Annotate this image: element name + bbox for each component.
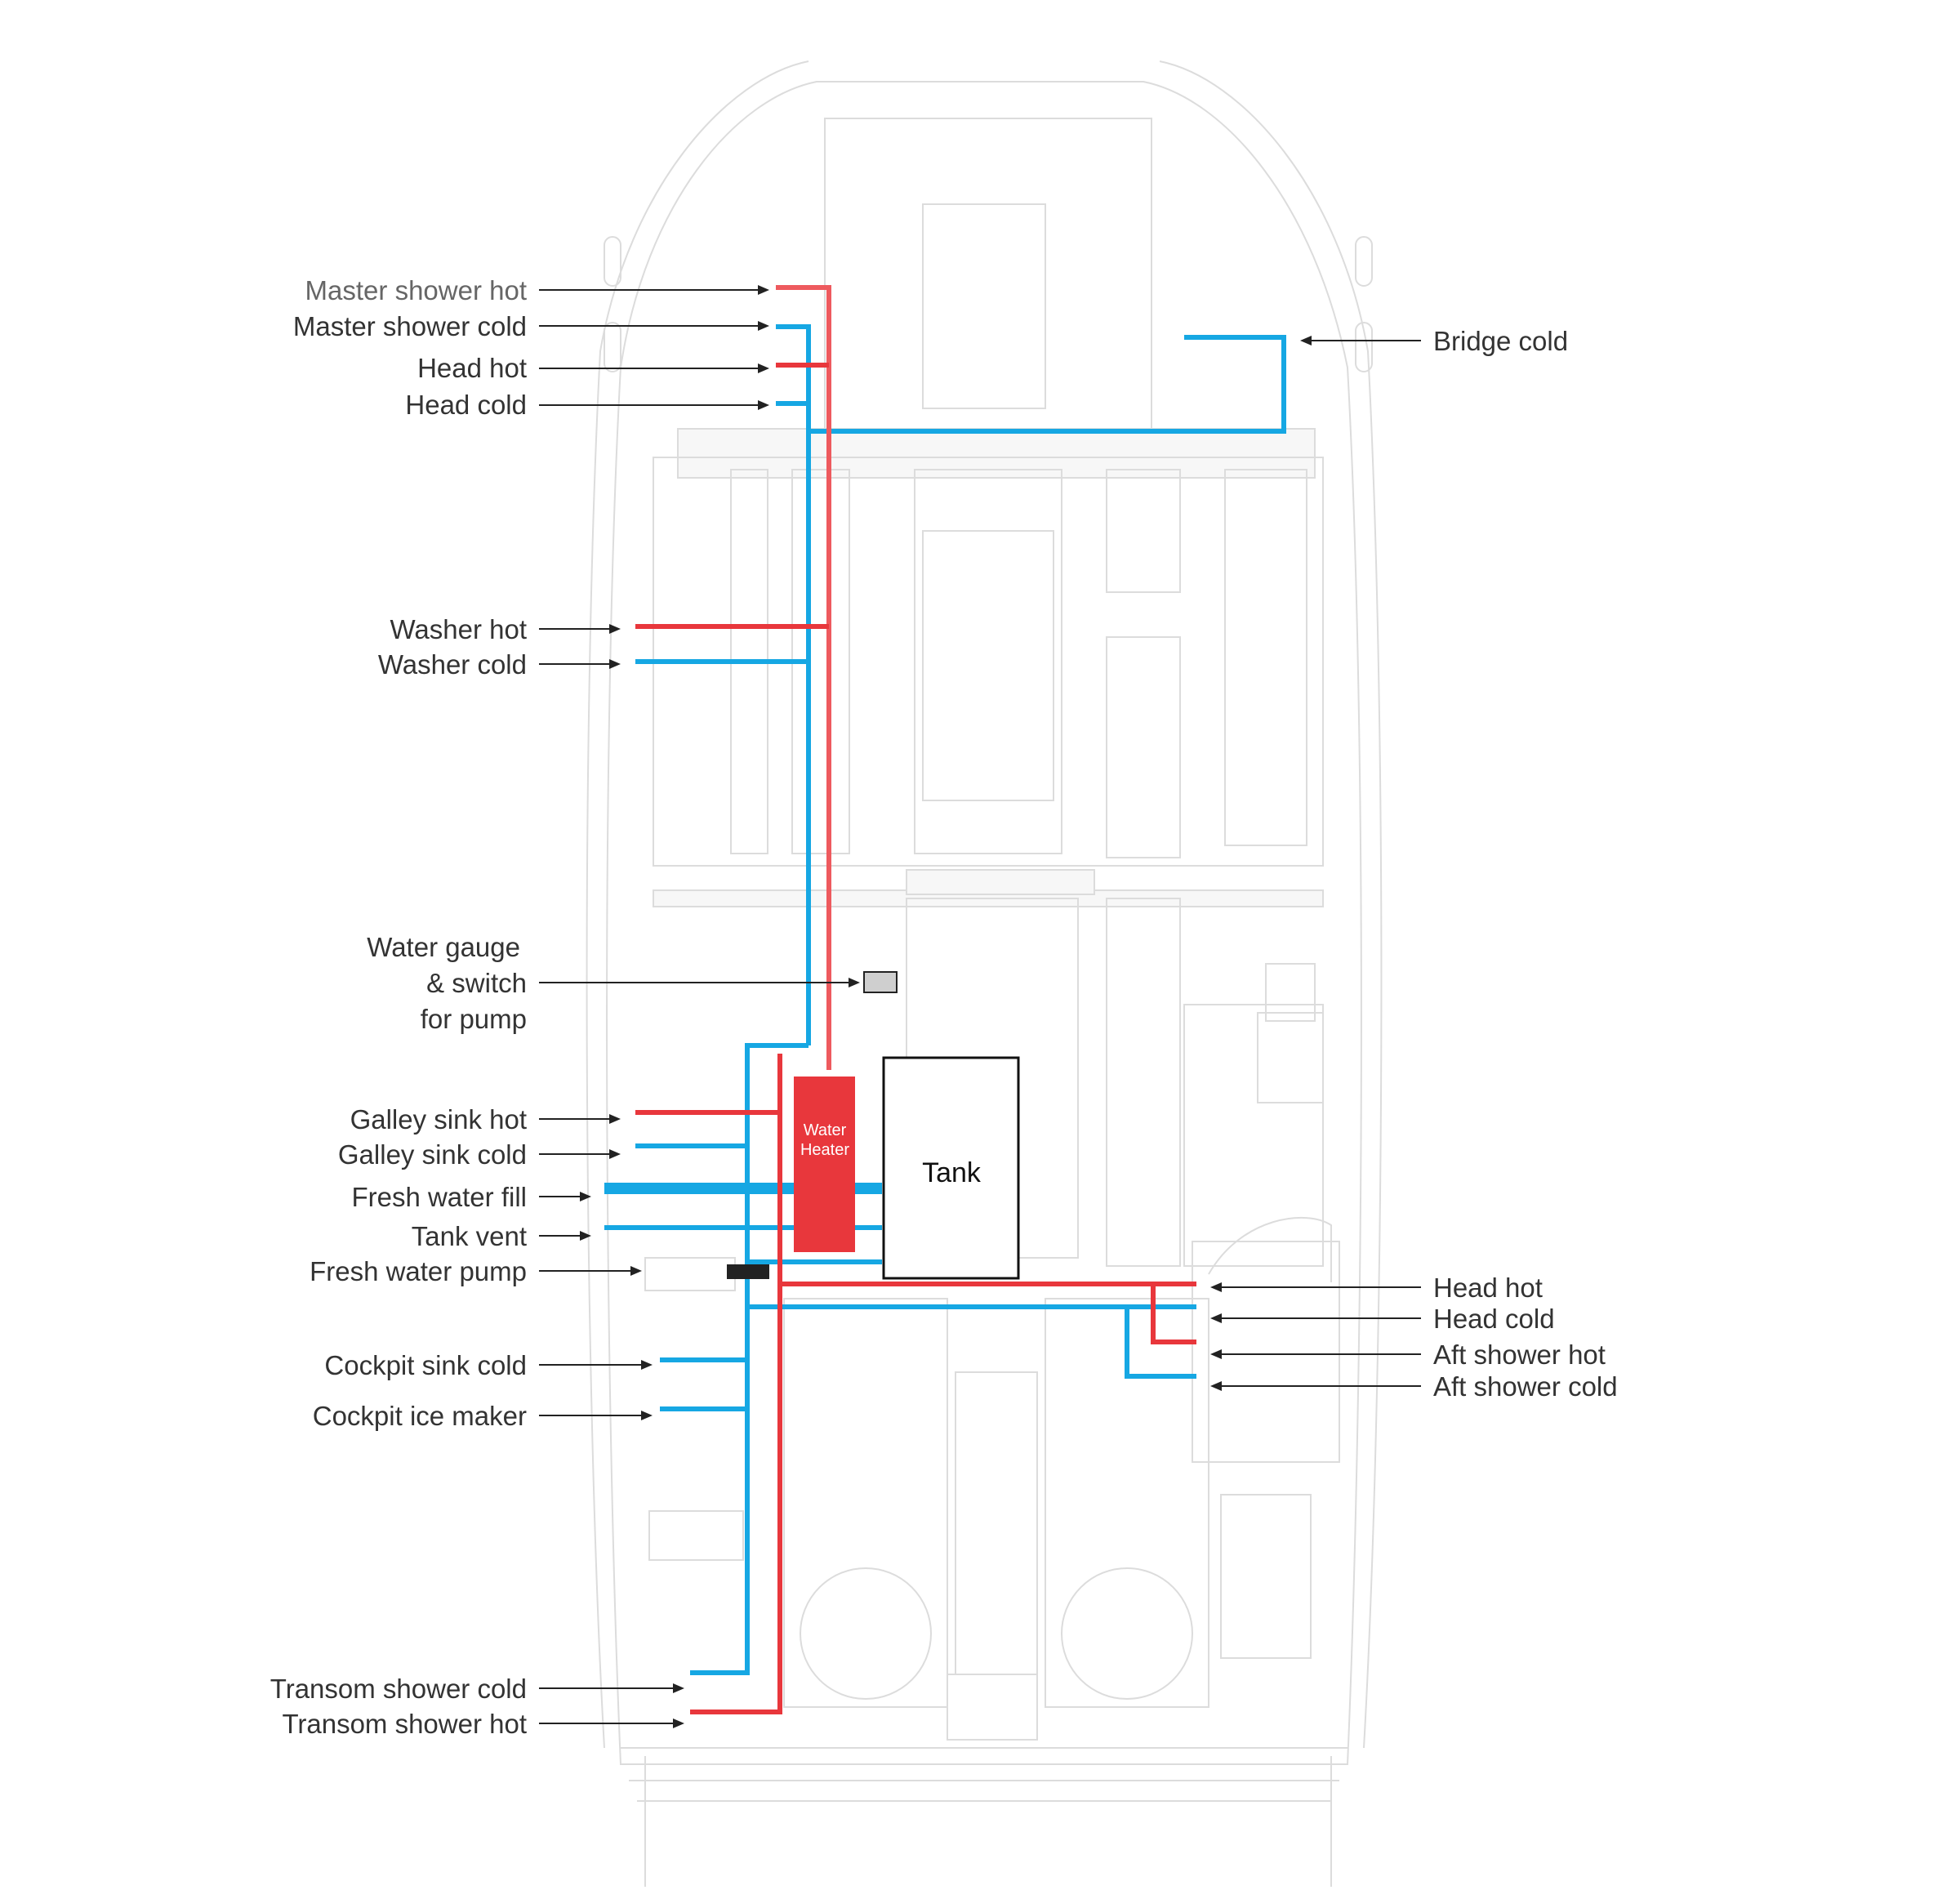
label-fresh-water-pump: Fresh water pump: [310, 1256, 527, 1286]
label-transom-shower-hot: Transom shower hot: [282, 1709, 527, 1739]
label-cockpit-ice-maker: Cockpit ice maker: [313, 1401, 527, 1431]
label-galley-sink-cold: Galley sink cold: [338, 1139, 527, 1170]
left-labels: Master shower hot Master shower cold Hea…: [270, 275, 527, 1739]
label-master-shower-cold: Master shower cold: [293, 311, 527, 341]
label-water-gauge-2: & switch: [426, 968, 527, 998]
label-washer-hot: Washer hot: [390, 614, 527, 644]
label-fresh-water-fill: Fresh water fill: [351, 1182, 527, 1212]
label-aft-shower-hot: Aft shower hot: [1433, 1340, 1606, 1370]
water-heater-label-1: Water: [804, 1121, 847, 1139]
tank: Tank: [882, 1056, 1020, 1280]
hot-main-drop: [690, 1054, 782, 1714]
water-heater-label-2: Heater: [800, 1141, 849, 1159]
label-tank-vent: Tank vent: [412, 1221, 527, 1251]
label-head-hot-aft: Head hot: [1433, 1273, 1543, 1303]
water-heater: Water Heater: [794, 1077, 855, 1252]
right-labels: Bridge cold Head hot Head cold Aft showe…: [1433, 326, 1618, 1402]
master-shower-cold-line: [776, 324, 811, 1045]
label-water-gauge-1: Water gauge: [367, 932, 520, 962]
water-gauge-switch: [863, 971, 898, 993]
right-arrows: [1210, 336, 1421, 1391]
label-washer-cold: Washer cold: [378, 649, 527, 680]
master-shower-hot-line: [776, 285, 831, 1070]
fresh-water-pump-block: [727, 1264, 769, 1279]
hot-water-lines: [635, 285, 1196, 1714]
label-transom-shower-cold: Transom shower cold: [270, 1674, 527, 1704]
label-head-cold-aft: Head cold: [1433, 1304, 1555, 1334]
label-master-shower-hot: Master shower hot: [305, 275, 527, 305]
label-bridge-cold: Bridge cold: [1433, 326, 1568, 356]
label-water-gauge-3: for pump: [421, 1004, 527, 1034]
label-aft-shower-cold: Aft shower cold: [1433, 1371, 1618, 1402]
bridge-cold-line: [808, 335, 1286, 434]
left-arrows: [539, 285, 860, 1728]
aft-shower-hot-line: [1151, 1284, 1196, 1344]
label-galley-sink-hot: Galley sink hot: [350, 1104, 527, 1134]
label-cockpit-sink-cold: Cockpit sink cold: [324, 1350, 527, 1380]
cold-water-lines: [604, 324, 1286, 1675]
boat-hull-outline: [586, 60, 1383, 1887]
label-head-hot-fwd: Head hot: [417, 353, 527, 383]
tank-label: Tank: [922, 1157, 982, 1188]
label-head-cold-fwd: Head cold: [405, 390, 527, 420]
aft-shower-cold-line: [1125, 1307, 1196, 1379]
